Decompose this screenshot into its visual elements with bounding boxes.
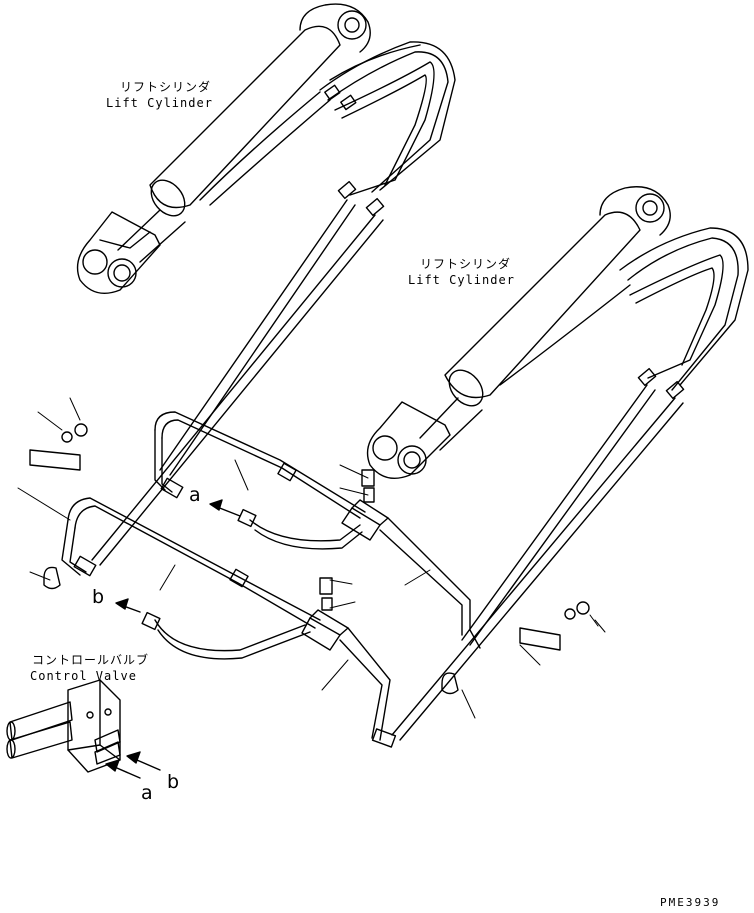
right-cylinder-label-jp: リフトシリンダ [420, 257, 512, 271]
upper-tee-assembly [154, 411, 481, 649]
port-b-upper-label: b [92, 586, 105, 608]
left-cylinder-label-jp: リフトシリンダ [120, 80, 212, 94]
flow-arrows[interactable] [105, 499, 241, 779]
right-cylinder-label-en: Lift Cylinder [408, 273, 515, 287]
control-valve-label-en: Control Valve [30, 669, 137, 683]
left-cylinder-label-en: Lift Cylinder [106, 96, 213, 110]
port-b-lower-label: b [167, 771, 180, 793]
control-valve-label-jp: コントロールバルブ [32, 653, 150, 667]
small-parts [29, 423, 590, 695]
drawing-code: PME3939 [660, 896, 721, 909]
port-a-lower-label: a [141, 782, 153, 804]
control-valve [6, 679, 121, 773]
right-lift-cylinder [366, 186, 671, 479]
left-lift-cylinder [76, 3, 371, 294]
right-cylinder-hoses [499, 227, 749, 400]
leader-lines [17, 397, 606, 719]
lower-tee-assembly [61, 497, 397, 748]
left-cylinder-hoses [199, 41, 456, 217]
port-a-upper-label: a [189, 484, 201, 506]
